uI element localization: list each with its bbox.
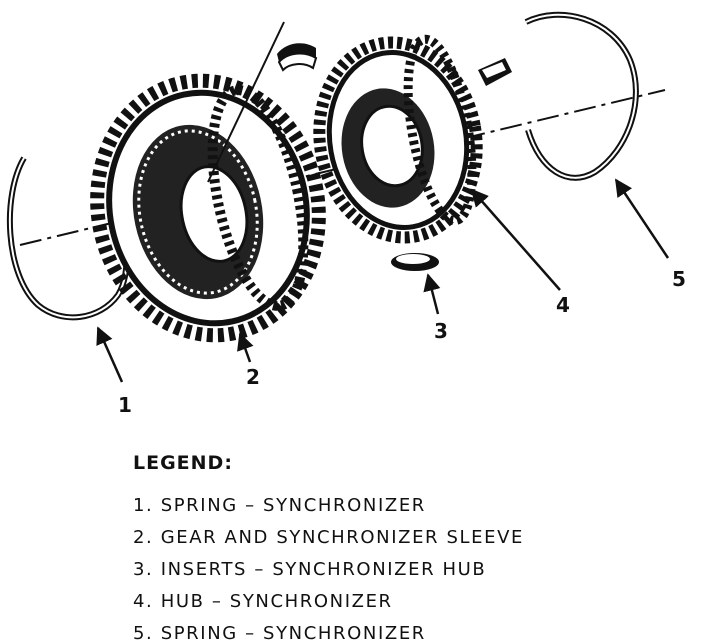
leader-arrow-2	[237, 332, 254, 363]
insert-bottom-part	[391, 253, 439, 271]
leader-top-insert	[207, 21, 285, 183]
legend-item-1: 1. SPRING – SYNCHRONIZER	[133, 495, 426, 516]
legend-item-5: 5. SPRING – SYNCHRONIZER	[133, 623, 426, 644]
callout-2: 2	[246, 365, 260, 389]
legend-item-2: 2. GEAR AND SYNCHRONIZER SLEEVE	[133, 527, 524, 548]
leader-arrow-3	[423, 273, 441, 315]
legend-list: 1. SPRING – SYNCHRONIZER 2. GEAR AND SYN…	[133, 490, 524, 644]
legend-item-3: 3. INSERTS – SYNCHRONIZER HUB	[133, 559, 487, 580]
callout-5: 5	[672, 267, 686, 291]
callout-4: 4	[556, 293, 570, 317]
insert-right-part	[478, 58, 512, 86]
insert-top-part	[277, 43, 318, 72]
synchronizer-exploded-diagram: 1 2 3 4 5	[6, 11, 686, 417]
center-axis-line	[19, 89, 666, 246]
leader-arrow-5	[614, 178, 670, 259]
leader-arrow-4	[470, 188, 561, 291]
hub-synchronizer-part	[313, 34, 483, 244]
spring-right-part	[524, 11, 639, 181]
leader-arrow-1	[96, 326, 124, 383]
gear-sleeve-part	[90, 73, 326, 343]
callout-1: 1	[118, 393, 132, 417]
legend-item-4: 4. HUB – SYNCHRONIZER	[133, 591, 393, 612]
legend: LEGEND: 1. SPRING – SYNCHRONIZER 2. GEAR…	[133, 452, 524, 644]
legend-title: LEGEND:	[133, 452, 233, 474]
callout-3: 3	[434, 319, 448, 343]
